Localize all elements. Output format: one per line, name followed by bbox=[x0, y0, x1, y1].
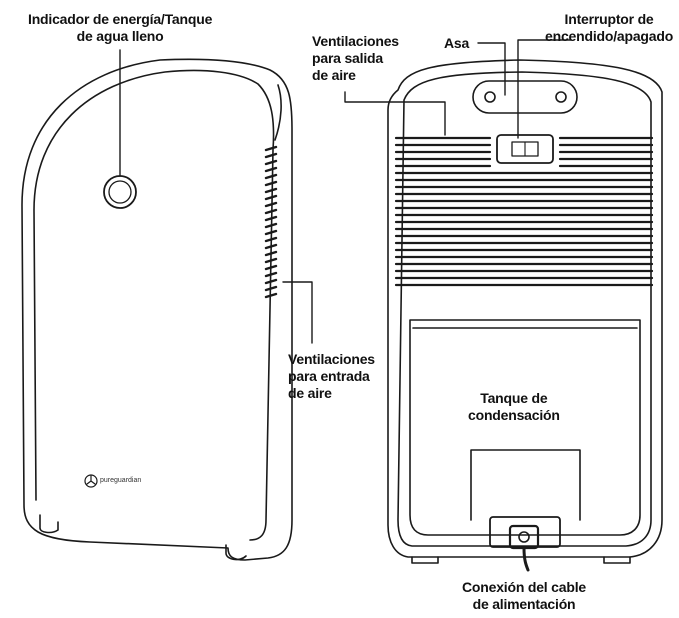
back-foot-right bbox=[603, 556, 631, 564]
back-foot-left bbox=[411, 556, 439, 564]
back-view bbox=[344, 39, 663, 572]
front-foot-left bbox=[39, 514, 59, 534]
label-air-inlet-line3: de aire bbox=[288, 385, 332, 401]
label-handle: Asa bbox=[444, 35, 470, 51]
power-indicator-ring bbox=[108, 180, 132, 204]
label-power-indicator-line2: de agua lleno bbox=[76, 28, 164, 44]
label-air-outlet-line2: para salida bbox=[312, 50, 383, 66]
label-power-switch-line1: Interruptor de bbox=[564, 11, 654, 27]
back-body-outline bbox=[387, 59, 663, 558]
handle-leader bbox=[477, 42, 506, 96]
label-tank: Tanque de condensación bbox=[468, 390, 560, 424]
air-outlet-leader bbox=[344, 91, 446, 136]
handle bbox=[472, 80, 578, 114]
front-face-edge bbox=[33, 69, 275, 541]
front-foot-right bbox=[225, 544, 247, 561]
label-power-switch: Interruptor de encendido/apagado bbox=[545, 11, 673, 45]
front-body-outline bbox=[21, 58, 293, 561]
condensation-tank bbox=[409, 319, 641, 536]
power-cord bbox=[522, 546, 530, 572]
label-air-outlet: Ventilaciones para salida de aire bbox=[312, 33, 399, 84]
fan-logo-icon bbox=[84, 474, 98, 488]
power-switch-housing bbox=[496, 134, 554, 164]
back-inner-rim bbox=[397, 71, 652, 547]
label-air-inlet-line2: para entrada bbox=[288, 368, 370, 384]
side-intake-vents bbox=[264, 145, 278, 299]
handle-screw-left bbox=[484, 91, 496, 103]
label-tank-line1: Tanque de bbox=[480, 390, 548, 406]
tank-recess bbox=[470, 449, 581, 521]
power-cord-socket bbox=[508, 524, 540, 550]
label-air-outlet-line3: de aire bbox=[312, 67, 356, 83]
brand-wordmark: pureguardian bbox=[100, 477, 142, 484]
handle-screw-right bbox=[555, 91, 567, 103]
front-view bbox=[21, 49, 313, 561]
label-power-cord-line1: Conexión del cable bbox=[462, 579, 586, 595]
label-air-outlet-line1: Ventilaciones bbox=[312, 33, 399, 49]
power-switch-leader bbox=[517, 39, 572, 139]
label-power-indicator: Indicador de energía/Tanque de agua llen… bbox=[28, 11, 212, 45]
label-air-inlet: Ventilaciones para entrada de aire bbox=[288, 351, 375, 402]
label-power-switch-line2: encendido/apagado bbox=[545, 28, 674, 44]
side-panel-edge bbox=[274, 84, 282, 141]
label-power-indicator-line1: Indicador de energía/Tanque bbox=[28, 11, 213, 27]
label-tank-line2: condensación bbox=[468, 407, 560, 423]
label-air-inlet-line1: Ventilaciones bbox=[288, 351, 375, 367]
label-power-cord: Conexión del cable de alimentación bbox=[462, 579, 586, 613]
back-exhaust-vents bbox=[394, 136, 654, 287]
power-cord-plug bbox=[518, 531, 530, 543]
air-inlet-leader bbox=[282, 281, 313, 344]
label-power-cord-line2: de alimentación bbox=[472, 596, 576, 612]
